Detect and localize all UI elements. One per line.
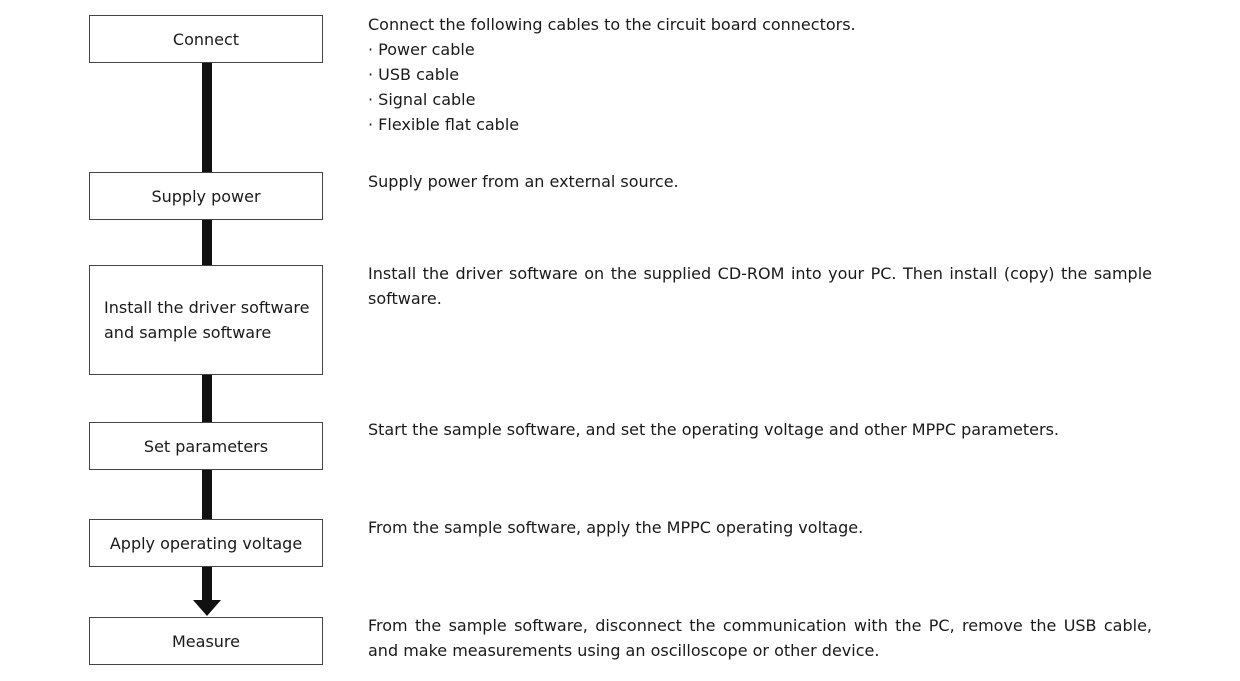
connector-supply-power-to-install xyxy=(202,219,212,266)
description-text: Install the driver software on the suppl… xyxy=(368,264,1152,308)
step-label: Supply power xyxy=(151,186,261,206)
connector-connect-to-supply-power xyxy=(202,62,212,172)
arrow-head-icon xyxy=(193,600,221,616)
step-label: Install the driver software and sample s… xyxy=(104,298,310,342)
connector-install-to-set-parameters xyxy=(202,374,212,422)
list-item: Power cable xyxy=(368,37,1152,62)
description-text: From the sample software, disconnect the… xyxy=(368,616,1152,660)
step-box-supply-power: Supply power xyxy=(89,172,323,220)
list-item: Flexible flat cable xyxy=(368,112,1152,137)
step-label: Connect xyxy=(172,29,240,49)
list-item: USB cable xyxy=(368,62,1152,87)
step-description-install-software: Install the driver software on the suppl… xyxy=(368,261,1152,311)
list-item: Signal cable xyxy=(368,87,1152,112)
step-description-supply-power: Supply power from an external source. xyxy=(368,169,1152,194)
step-label: Measure xyxy=(172,631,240,651)
step-description-measure: From the sample software, disconnect the… xyxy=(368,613,1152,663)
step-box-set-parameters: Set parameters xyxy=(89,422,323,470)
step-label: Apply operating voltage xyxy=(109,533,303,553)
step-box-connect: Connect xyxy=(89,15,323,63)
step-box-install-software: Install the driver software and sample s… xyxy=(89,265,323,375)
cable-list: Power cable USB cable Signal cable Flexi… xyxy=(368,37,1152,137)
connector-apply-voltage-to-measure xyxy=(202,566,212,602)
description-text: Connect the following cables to the circ… xyxy=(368,15,856,34)
description-text: From the sample software, apply the MPPC… xyxy=(368,518,864,537)
description-text: Start the sample software, and set the o… xyxy=(368,420,1060,439)
step-box-apply-operating-voltage: Apply operating voltage xyxy=(89,519,323,567)
step-label: Set parameters xyxy=(143,436,269,456)
step-description-connect: Connect the following cables to the circ… xyxy=(368,12,1152,137)
step-description-set-parameters: Start the sample software, and set the o… xyxy=(368,417,1152,442)
description-text: Supply power from an external source. xyxy=(368,172,679,191)
step-description-apply-operating-voltage: From the sample software, apply the MPPC… xyxy=(368,515,1152,540)
connector-set-parameters-to-apply-voltage xyxy=(202,469,212,519)
step-box-measure: Measure xyxy=(89,617,323,665)
